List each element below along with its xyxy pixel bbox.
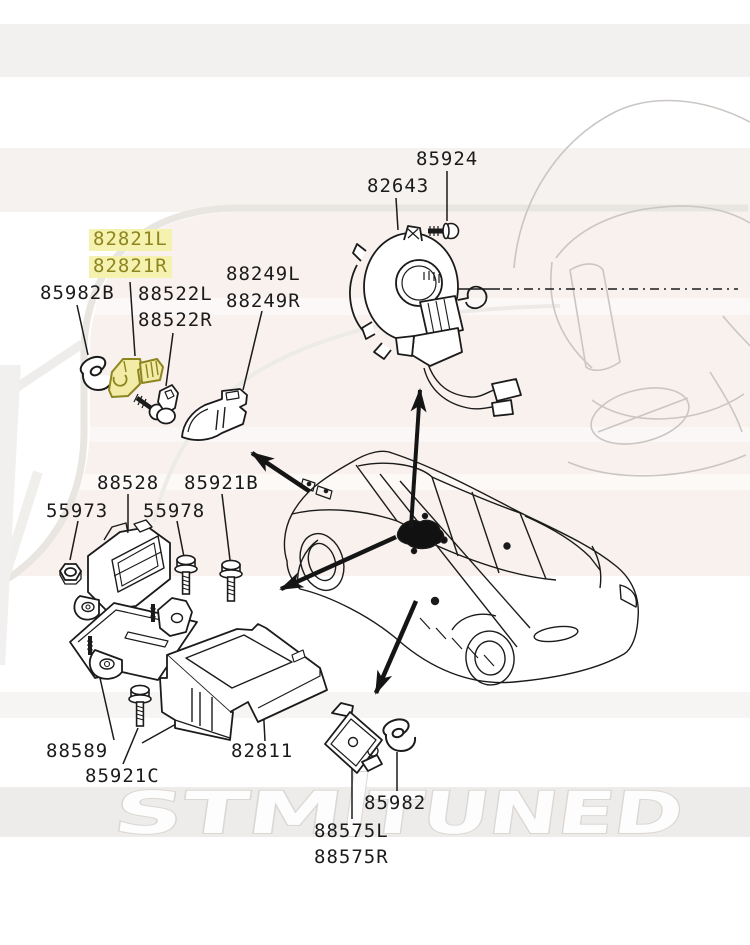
background-swoosh: [0, 24, 750, 718]
bolt-85921C-drawing: [128, 684, 152, 727]
highlighted-sensor-82821-drawing: [108, 358, 164, 398]
bolt-85921B-drawing: [219, 559, 243, 602]
part-label-85921C: 85921C: [85, 765, 160, 787]
grommet-85982-drawing: [382, 718, 417, 753]
part-label-55973: 55973: [46, 500, 109, 522]
nut-55973-drawing: [58, 563, 83, 585]
part-label-88522L: 88522L: [138, 283, 213, 305]
part-label-82821R: 82821R: [89, 255, 172, 278]
watermark-tuned: TUNED: [362, 779, 688, 847]
arrow-to-side-sensor: [373, 600, 419, 695]
part-label-88589: 88589: [46, 740, 109, 762]
watermark: STM TUNED: [0, 771, 750, 848]
grommet-85982B-drawing: [79, 355, 114, 392]
part-label-85921B: 85921B: [184, 472, 259, 494]
module-88528-drawing: [73, 519, 171, 621]
part-label-82821L: 82821L: [89, 228, 172, 251]
screw-85924-drawing: [428, 222, 460, 240]
bolt-88522-drawing: [133, 384, 179, 425]
part-label-88575L: 88575L: [314, 820, 389, 842]
car-drawing: [283, 450, 639, 686]
arrow-to-ecu-modules: [279, 534, 397, 592]
sensor-88249-drawing: [181, 388, 248, 441]
part-label-85924: 85924: [416, 148, 479, 170]
part-label-88249L: 88249L: [226, 263, 301, 285]
part-label-85982: 85982: [364, 792, 427, 814]
arrow-to-front-sensors: [250, 451, 311, 493]
part-label-82643: 82643: [367, 175, 430, 197]
steering-wheel-drawing: [513, 99, 750, 477]
bracket-88589-drawing: [69, 597, 198, 681]
part-label-82811: 82811: [231, 740, 294, 762]
side-sensor-88575-drawing: [324, 702, 383, 774]
part-label-55978: 55978: [143, 500, 206, 522]
srs-ecu-82811-drawing: [159, 623, 328, 741]
part-label-88522R: 88522R: [138, 309, 213, 331]
arrow-to-clock-spring: [409, 388, 427, 528]
part-label-88575R: 88575R: [314, 846, 389, 868]
watermark-stm: STM: [110, 779, 348, 847]
clock-spring-drawing: [349, 225, 522, 417]
part-label-88249R: 88249R: [226, 290, 301, 312]
part-label-88528: 88528: [97, 472, 160, 494]
pointer-arrows: [250, 388, 427, 695]
bolt-55978-drawing: [174, 554, 198, 595]
part-label-85982B: 85982B: [40, 282, 115, 304]
